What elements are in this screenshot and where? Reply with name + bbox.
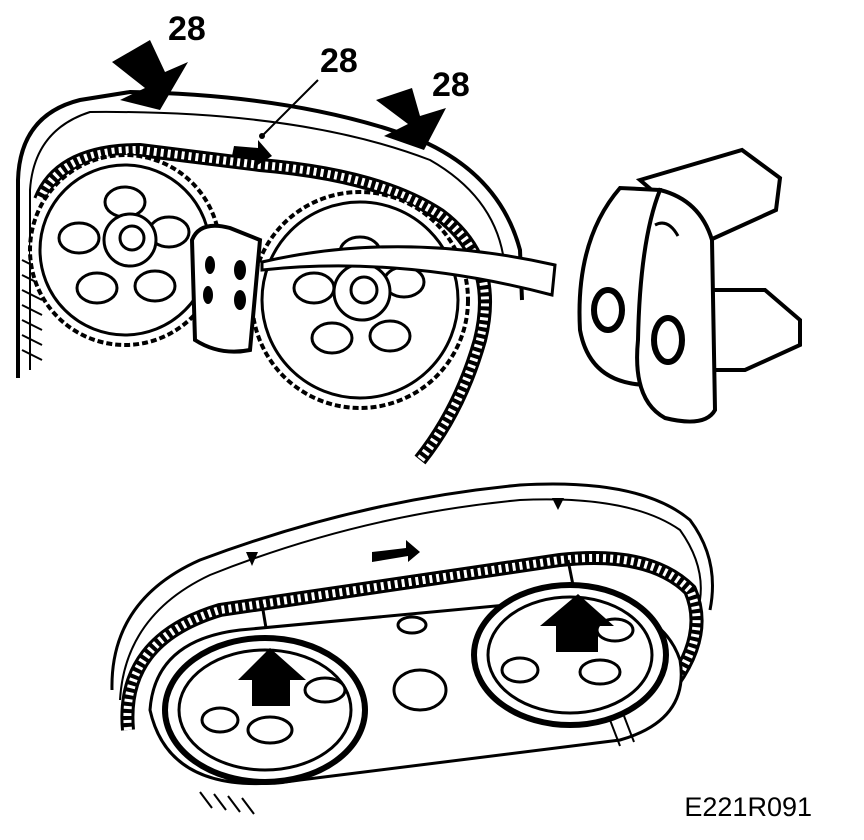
belt-direction-arrow-bottom [372, 540, 420, 562]
gear-mark-arrow-left [238, 648, 306, 706]
locking-tool-detail [577, 147, 802, 424]
figure-id: E221R091 [684, 792, 812, 822]
bottom-view [110, 482, 714, 815]
belt-cover-outline [16, 89, 524, 378]
bottom-belt-cover [110, 482, 714, 691]
leader-line [261, 79, 319, 137]
callout-label-center: 28 [320, 42, 358, 80]
arrow-right-callout [376, 88, 446, 150]
camshaft-locking-tool [189, 223, 263, 354]
right-camshaft-gear [250, 190, 470, 410]
leader-wire [260, 245, 557, 297]
top-view: 28 28 28 [16, 10, 557, 465]
cover-hatching [21, 259, 43, 361]
bottom-timing-belt [120, 551, 704, 731]
tool-hole-front [651, 315, 685, 365]
bottom-right-gear [471, 582, 669, 728]
callout-label-left: 28 [168, 10, 206, 48]
tool-plate-front [635, 187, 718, 424]
belt-direction-arrow-top [232, 140, 272, 166]
tool-hole-back [591, 287, 625, 333]
bottom-left-gear [162, 635, 368, 785]
gear-mark-arrow-right [540, 594, 614, 652]
callout-label-right: 28 [432, 66, 470, 104]
arrow-left-callout [112, 40, 188, 110]
